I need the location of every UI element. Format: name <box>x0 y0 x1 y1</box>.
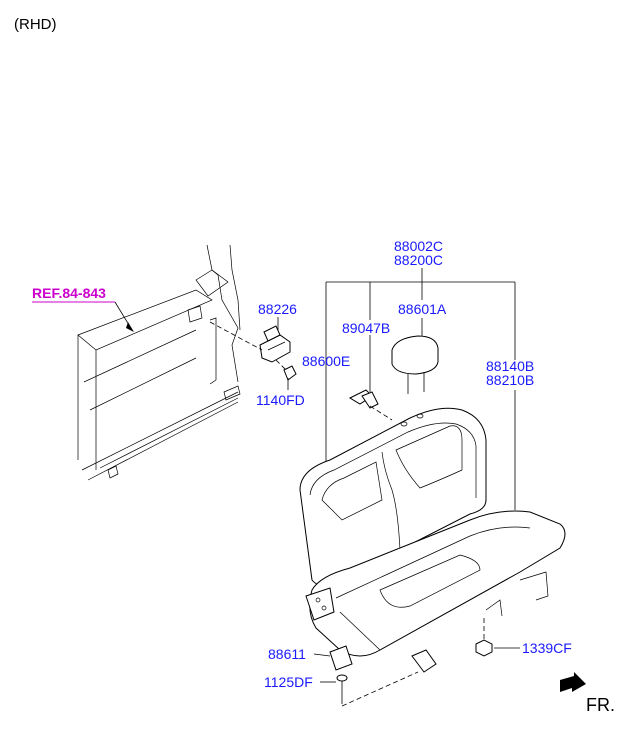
bolt-1125DF <box>320 671 419 707</box>
label-1140FD: 1140FD <box>256 392 305 408</box>
seat-cushion <box>305 510 566 673</box>
rhd-note: (RHD) <box>14 16 57 33</box>
headrest <box>391 335 439 394</box>
label-88601A: 88601A <box>398 301 447 317</box>
label-88140B: 88140B <box>486 358 534 374</box>
label-1339CF: 1339CF <box>522 640 572 656</box>
side-panel-drawing <box>77 244 241 481</box>
label-88611: 88611 <box>268 646 306 662</box>
label-1125DF: 1125DF <box>264 674 313 690</box>
bracket-dash-line <box>209 321 263 351</box>
reference-label[interactable]: REF.84-843 <box>32 285 106 301</box>
label-88226: 88226 <box>258 301 297 317</box>
label-88210B: 88210B <box>486 372 534 388</box>
cover-88611 <box>313 645 353 671</box>
bracket-88226 <box>259 325 291 363</box>
front-indicator-label: FR. <box>586 695 615 715</box>
reference-arrowhead <box>126 322 134 332</box>
label-88200C: 88200C <box>394 252 443 268</box>
label-89047B: 89047B <box>342 320 390 336</box>
latch-89047B <box>348 389 393 421</box>
group-lines <box>325 268 516 510</box>
label-88600E: 88600E <box>302 353 350 369</box>
label-88002C: 88002C <box>394 238 443 254</box>
front-arrow-icon <box>560 672 586 692</box>
bolt-1140FD <box>275 359 297 390</box>
nut-1339CF <box>475 618 520 657</box>
